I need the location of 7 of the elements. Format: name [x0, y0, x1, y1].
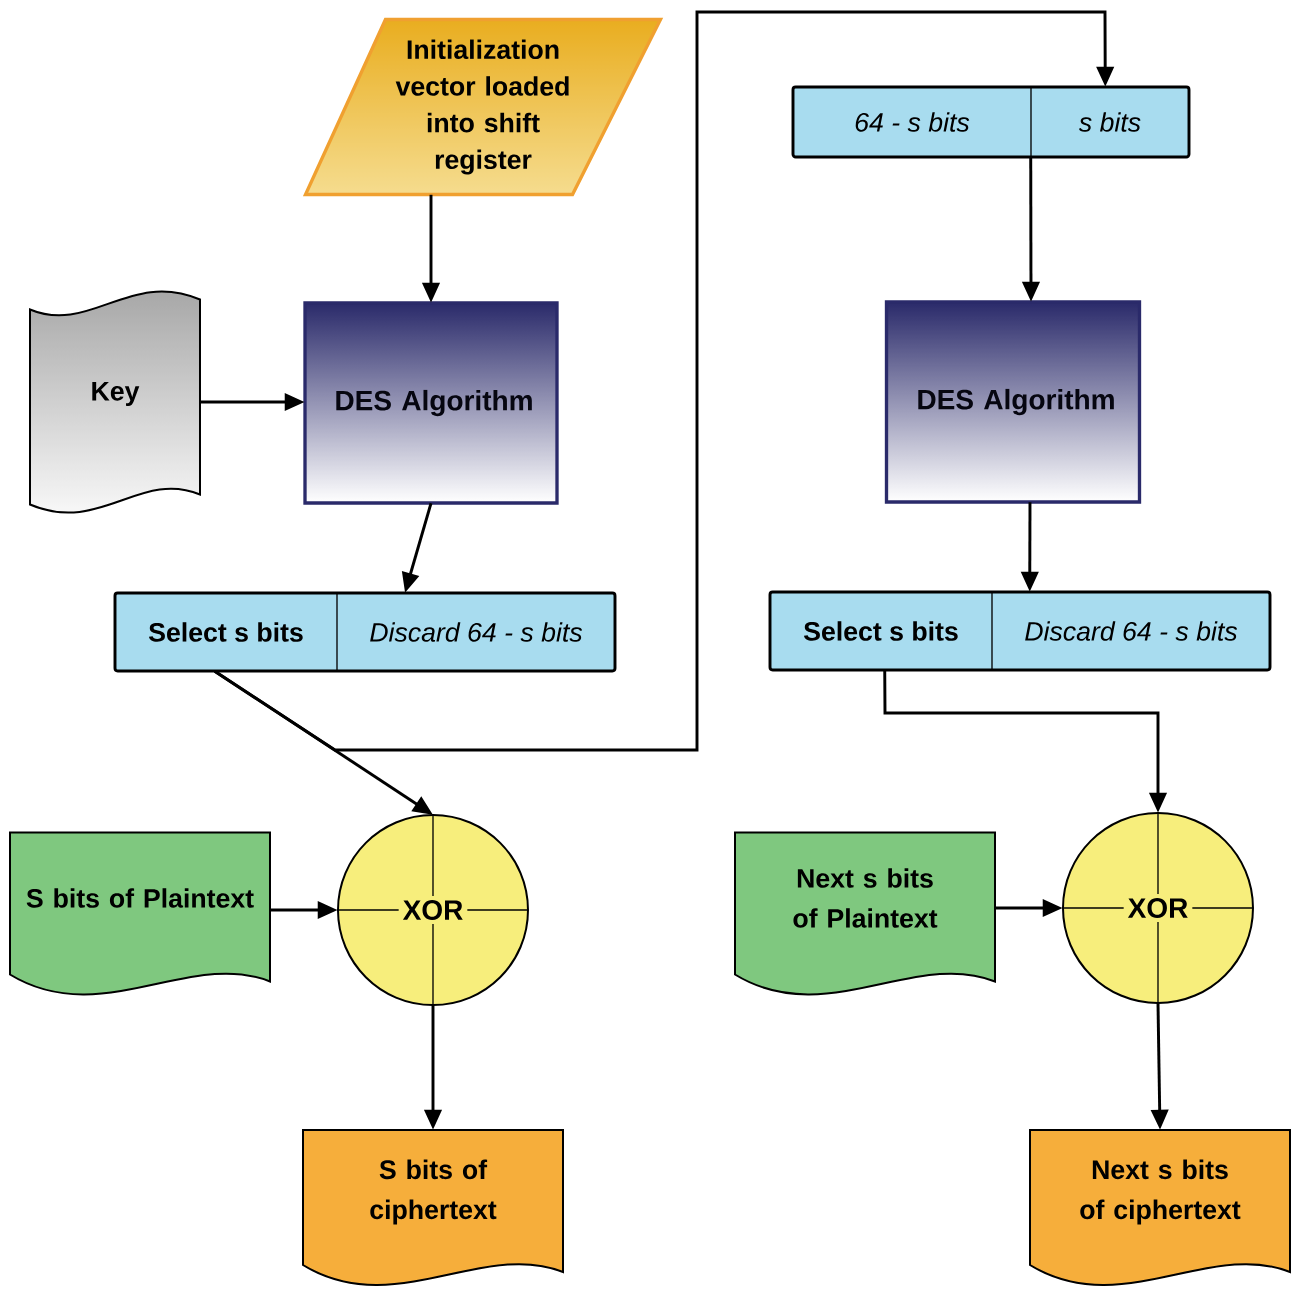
register-box: 64 - s bits s bits — [791, 85, 1191, 159]
arrow — [213, 10, 1115, 752]
process-box: DES Algorithm — [884, 300, 1142, 504]
process-box: DES Algorithm — [303, 301, 559, 505]
key-document: Key — [29, 290, 201, 514]
selection-box: Select s bits Discard 64 - s bits — [113, 591, 617, 673]
selection-box: Select s bits Discard 64 - s bits — [768, 590, 1272, 672]
